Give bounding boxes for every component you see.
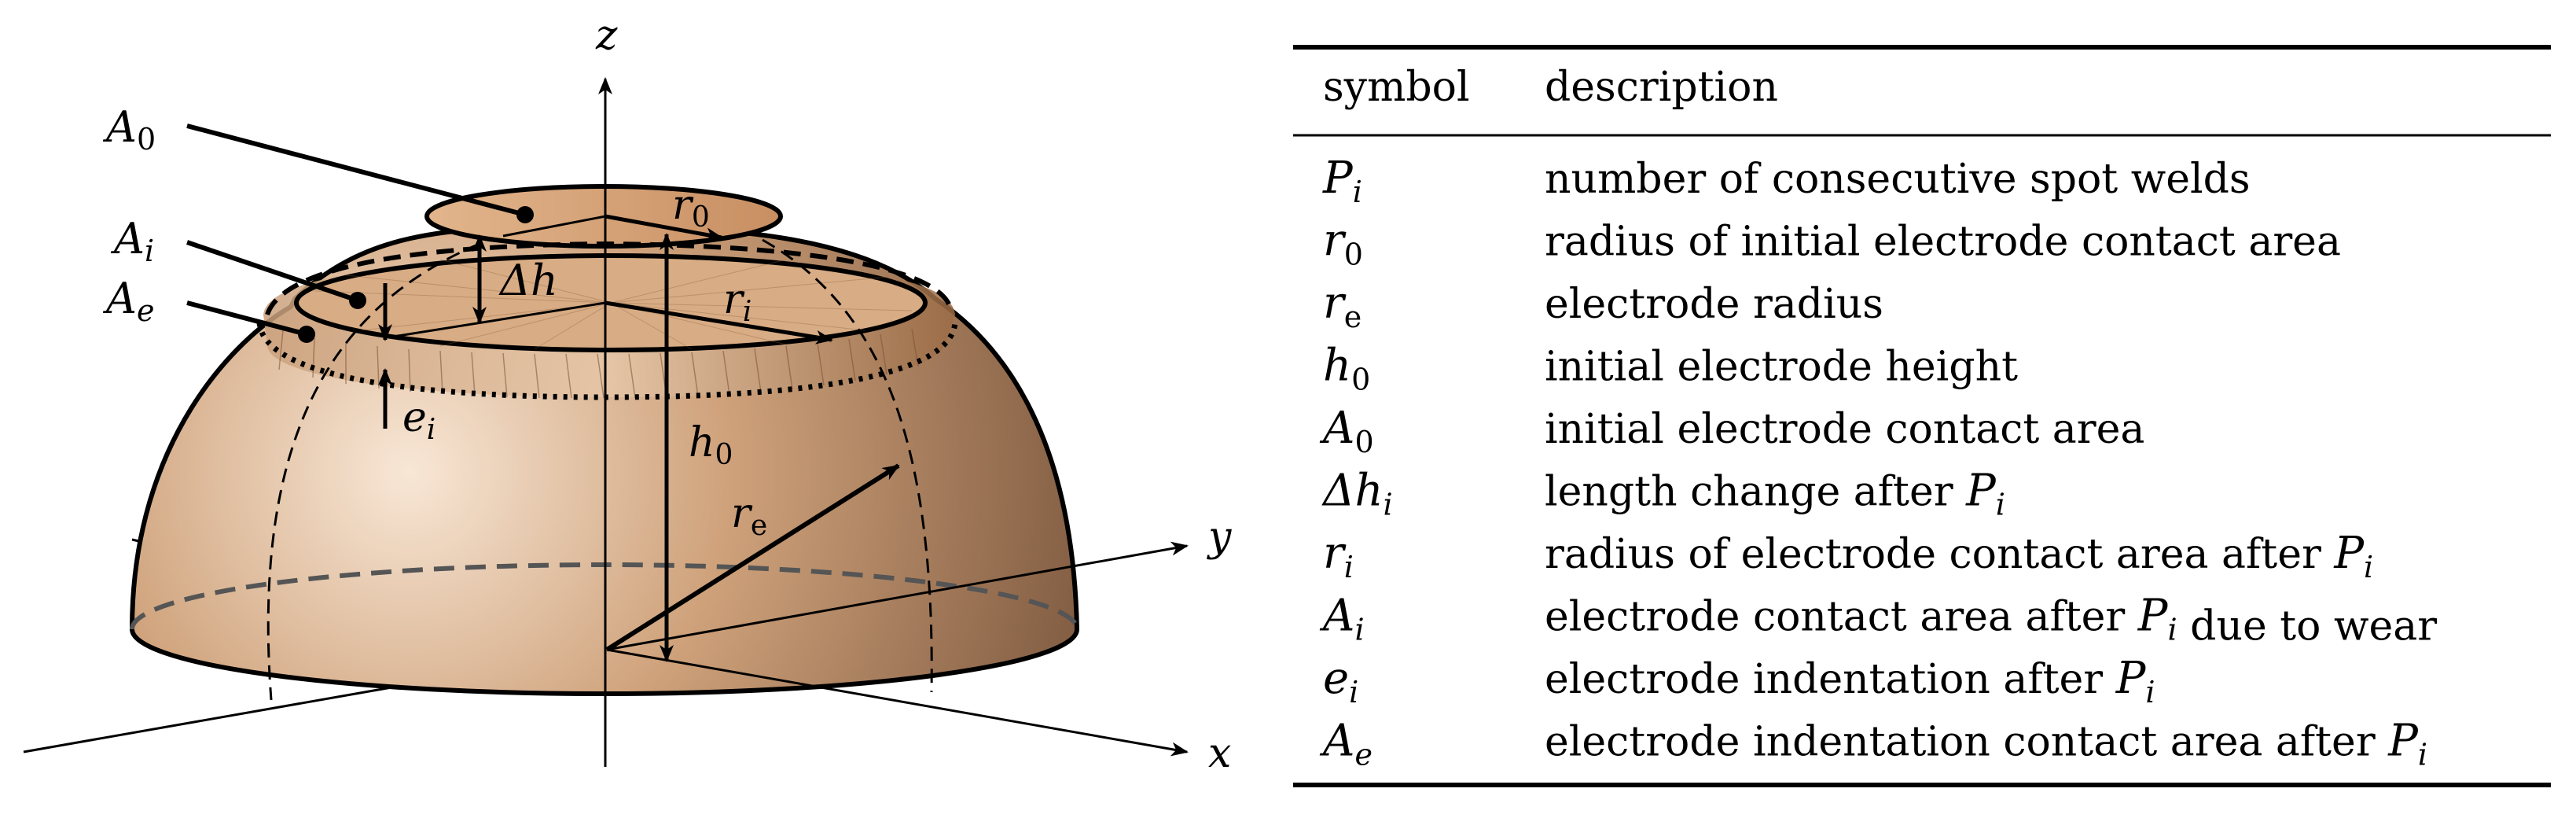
meridian-left-dashed — [266, 242, 480, 701]
row-symbol: Pi — [1322, 153, 1362, 209]
a0-leader — [186, 123, 526, 217]
header-symbol: symbol — [1323, 64, 1470, 111]
ai-label: Ai — [110, 214, 154, 268]
row-symbol: ri — [1323, 528, 1354, 584]
row-symbol: ei — [1323, 653, 1358, 709]
x-axis — [606, 648, 1189, 757]
ae-label: Ae — [102, 274, 155, 328]
re-arrow — [605, 463, 900, 652]
row-description: electrode radius — [1545, 281, 1883, 328]
row-description: electrode contact area after Pi due to w… — [1545, 591, 2437, 650]
row-symbol: Ae — [1319, 716, 1373, 772]
h0-label: h0 — [689, 419, 733, 471]
re-label: re — [731, 490, 767, 542]
table-row: Pi number of consecutive spot welds — [1322, 153, 2251, 209]
row-symbol: h0 — [1323, 341, 1370, 397]
table-row: Δhi length change after Pi — [1321, 466, 2005, 522]
table-row: h0 initial electrode height — [1323, 341, 2018, 397]
a0-label: A0 — [102, 102, 156, 157]
row-description: electrode indentation contact area after… — [1545, 716, 2427, 772]
row-description: electrode indentation after Pi — [1545, 653, 2155, 709]
row-description: radius of electrode contact area after P… — [1545, 528, 2373, 584]
y-axis-label: y — [1207, 514, 1232, 561]
row-description: initial electrode contact area — [1545, 406, 2144, 453]
r0-arrow — [604, 214, 723, 242]
row-description: number of consecutive spot welds — [1545, 156, 2251, 203]
r0-label: r0 — [672, 182, 710, 234]
row-description: radius of initial electrode contact area — [1545, 219, 2341, 266]
dh-label: Δh — [498, 256, 558, 305]
electrode-diagram: z y x A0 Ai Ae r0 ri Δh ei h0 re — [23, 12, 1232, 777]
table-row: ei electrode indentation after Pi — [1323, 653, 2155, 709]
table-row: A0 initial electrode contact area — [1319, 403, 2144, 459]
ei-label: ei — [402, 394, 435, 446]
row-symbol: re — [1323, 278, 1361, 334]
symbol-table: symbol description Pi number of consecuti… — [1293, 45, 2551, 787]
row-description: length change after Pi — [1545, 466, 2005, 522]
table-row: re electrode radius — [1323, 278, 1883, 334]
row-symbol: A0 — [1319, 403, 1374, 459]
row-description: initial electrode height — [1545, 344, 2018, 391]
row-symbol: Ai — [1319, 591, 1365, 647]
table-row: ri radius of electrode contact area after… — [1323, 528, 2373, 584]
ri-arrow — [604, 300, 833, 345]
row-symbol: r0 — [1323, 216, 1363, 272]
ae-leader — [186, 300, 307, 337]
table-row: Ae electrode indentation contact area aft… — [1319, 716, 2427, 772]
ai-leader — [186, 240, 358, 303]
z-axis-label: z — [595, 12, 618, 59]
header-description: description — [1545, 64, 1778, 111]
y-axis — [606, 541, 1189, 651]
row-symbol: Δhi — [1321, 466, 1393, 522]
table-row: r0 radius of initial electrode contact ar… — [1323, 216, 2341, 272]
x-axis-label: x — [1208, 730, 1231, 777]
ri-label: ri — [723, 276, 751, 328]
table-rows: Pi number of consecutive spot welds r0 radi… — [1319, 153, 2437, 772]
ai-hatching — [314, 259, 913, 350]
table-row: Ai electrode contact area after Pi due to… — [1319, 591, 2437, 650]
